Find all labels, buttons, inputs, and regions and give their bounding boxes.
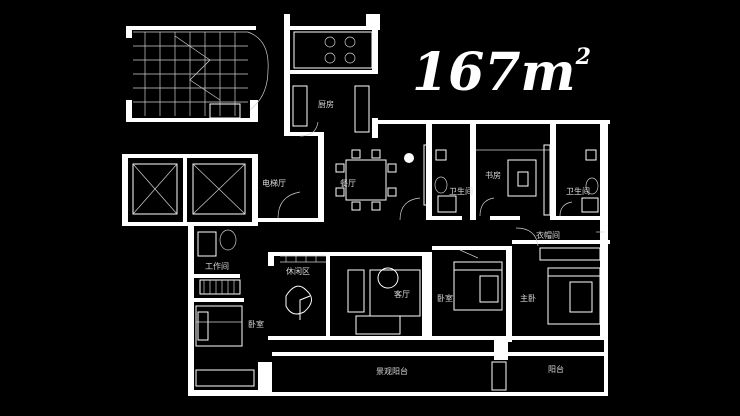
area-title: 167m2 <box>412 42 591 103</box>
area-value: 167 <box>412 42 521 103</box>
living-area <box>268 252 438 340</box>
area-unit: m <box>521 42 576 103</box>
staircase <box>126 26 269 122</box>
area-exponent: 2 <box>575 44 591 70</box>
label-leisure-area: 休闲区 <box>286 266 310 276</box>
label-elevator-hall: 电梯厅 <box>262 178 286 188</box>
label-view-balcony: 景观阳台 <box>376 366 408 376</box>
upper-right-rooms <box>378 120 610 230</box>
label-kitchen: 厨房 <box>318 99 334 109</box>
label-cloakroom: 衣帽间 <box>536 230 560 240</box>
label-bathroom-2: 卫生间 <box>566 186 590 196</box>
dining-area <box>258 136 421 222</box>
bedroom-area <box>432 227 610 342</box>
label-balcony: 阳台 <box>548 364 564 374</box>
label-utility: 工作间 <box>205 261 229 271</box>
label-bedroom-2: 卧室 <box>248 319 264 329</box>
label-study: 书房 <box>485 170 501 180</box>
label-living-room: 客厅 <box>394 289 410 299</box>
label-master-bedroom: 主卧 <box>520 293 536 303</box>
label-bathroom-1: 卫生间 <box>449 186 473 196</box>
left-rooms <box>188 226 272 396</box>
balconies <box>272 340 608 396</box>
elevator-shafts <box>122 154 258 226</box>
label-bedroom: 卧室 <box>437 293 453 303</box>
label-dining: 餐厅 <box>340 179 356 188</box>
kitchen-area <box>284 14 380 138</box>
